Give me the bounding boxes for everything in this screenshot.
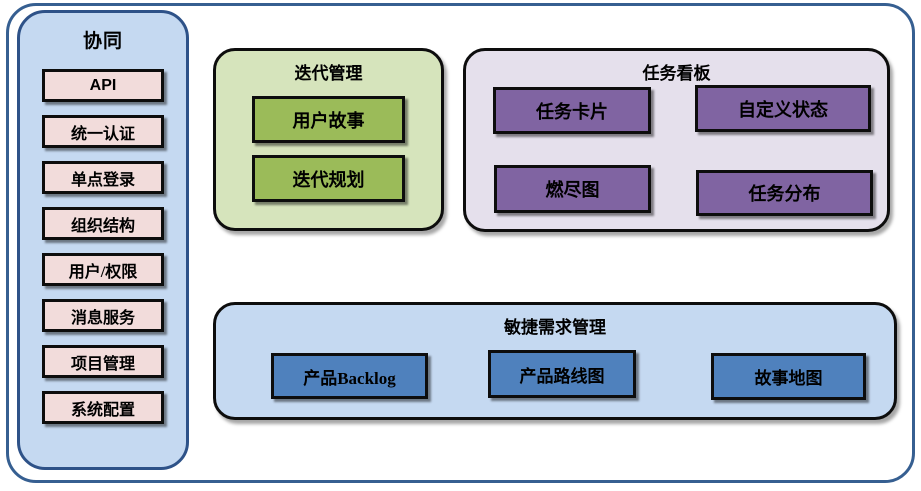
item-burndown-chart: 燃尽图	[494, 165, 651, 213]
outer-frame	[6, 3, 915, 483]
task-board-panel-title: 任务看板	[642, 64, 711, 83]
item-user-story: 用户故事	[252, 96, 405, 143]
sidebar-item-user-permissions: 用户/权限	[42, 253, 164, 286]
iteration-panel-title: 迭代管理	[294, 64, 363, 83]
item-story-map: 故事地图	[711, 353, 866, 400]
panel-task-board: 任务看板 任务卡片 自定义状态 燃尽图 任务分布	[463, 48, 890, 232]
sidebar-item-unified-auth: 统一认证	[42, 115, 164, 148]
sidebar-item-single-sign-on: 单点登录	[42, 161, 164, 194]
sidebar-item-project-management: 项目管理	[42, 345, 164, 378]
panel-collaboration: 协同 API 统一认证 单点登录 组织结构 用户/权限 消息服务 项目管理 系统…	[17, 10, 189, 470]
panel-agile-requirements: 敏捷需求管理 产品Backlog 产品路线图 故事地图	[213, 302, 897, 420]
sidebar-item-org-structure: 组织结构	[42, 207, 164, 240]
panel-iteration-management: 迭代管理 用户故事 迭代规划	[213, 48, 444, 231]
item-task-card: 任务卡片	[493, 87, 651, 134]
sidebar-item-system-config: 系统配置	[42, 391, 164, 424]
sidebar-item-api: API	[42, 69, 164, 102]
requirements-panel-title: 敏捷需求管理	[504, 318, 606, 337]
item-iteration-planning: 迭代规划	[252, 155, 405, 202]
iteration-item-list: 用户故事 迭代规划	[216, 96, 441, 202]
sidebar-title: 协同	[82, 31, 123, 52]
item-custom-status: 自定义状态	[695, 85, 871, 132]
item-task-distribution: 任务分布	[696, 170, 873, 216]
item-product-backlog: 产品Backlog	[271, 353, 428, 399]
item-product-roadmap: 产品路线图	[488, 350, 636, 398]
sidebar-item-message-service: 消息服务	[42, 299, 164, 332]
sidebar-item-list: API 统一认证 单点登录 组织结构 用户/权限 消息服务 项目管理 系统配置	[20, 69, 186, 424]
